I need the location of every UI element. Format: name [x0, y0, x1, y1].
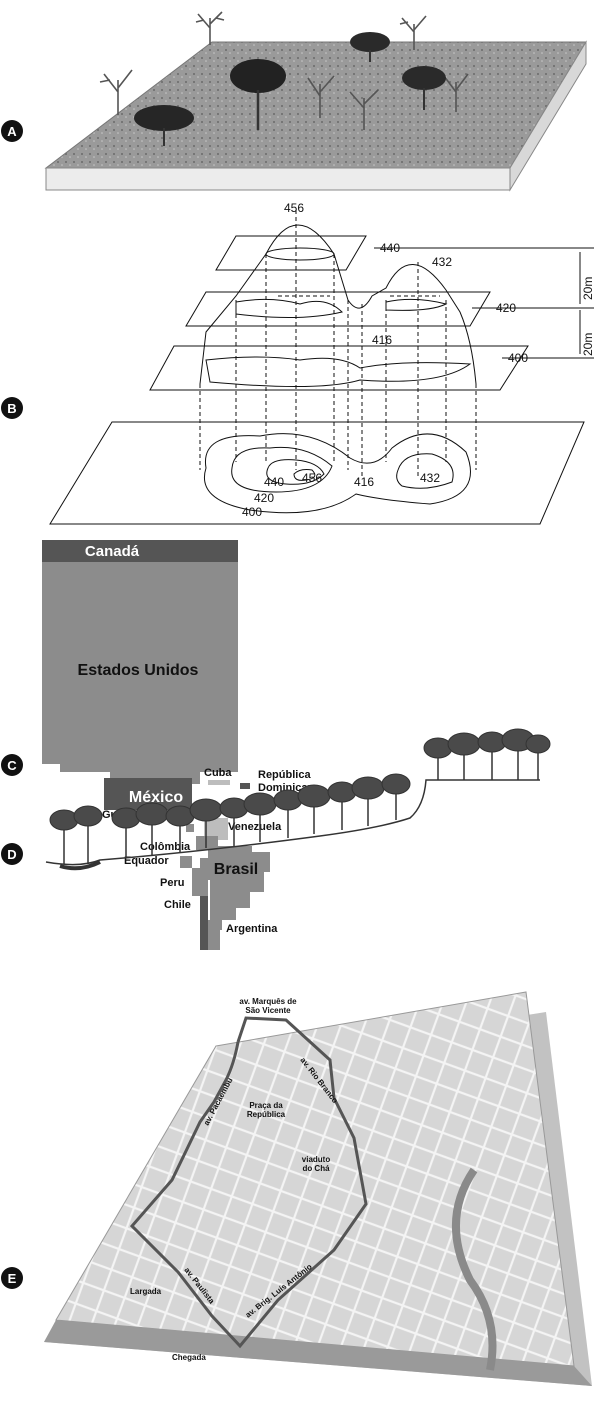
praca-line-1: Praça da [249, 1101, 283, 1110]
map-416-label: 416 [354, 475, 374, 489]
dominican-line-1: República [258, 769, 311, 781]
country-brasil: Brasil [214, 861, 258, 878]
cartogram-argentina [208, 920, 220, 950]
viaduto-line-1: viaduto [302, 1155, 331, 1164]
svg-text:D: D [7, 847, 16, 862]
panel-b-contour-diagram [49, 210, 594, 525]
panel-e-route-map [44, 991, 592, 1386]
panel-c-cartogram [42, 540, 270, 950]
panel-d-forest-profile [45, 728, 551, 871]
cartogram-equador [180, 856, 192, 868]
panel-markers: A B C D E [1, 120, 23, 1289]
country-colombia: Colômbia [140, 841, 191, 853]
panel-a-savanna-block [44, 11, 587, 192]
country-cuba: Cuba [204, 767, 232, 779]
cartogram-usa [42, 562, 238, 764]
panel-marker-d: D [1, 843, 23, 865]
svg-text:A: A [7, 124, 17, 139]
canopy-tree-icon [134, 32, 446, 146]
praca-line-2: República [247, 1110, 286, 1119]
country-chile: Chile [164, 899, 191, 911]
cartogram-dominican-republic [240, 783, 250, 789]
svg-text:C: C [7, 758, 17, 773]
saddle-label: 416 [372, 333, 392, 347]
panel-marker-b: B [1, 397, 23, 419]
peak-left-label: 456 [284, 201, 304, 215]
panel-marker-c: C [1, 754, 23, 776]
cartogram-chile [200, 896, 208, 950]
country-canada: Canadá [85, 543, 140, 560]
tree-canopy-icon [49, 728, 551, 831]
largada-label: Largada [130, 1287, 162, 1296]
svg-text:E: E [8, 1271, 17, 1286]
map-456-label: 456 [302, 471, 322, 485]
cartogram-cuba [208, 780, 230, 785]
chegada-label: Chegada [172, 1353, 206, 1362]
panel-b-labels: 456 432 440 420 400 416 20m 20m 456 440 … [242, 201, 595, 519]
dry-tree-icon [99, 11, 469, 130]
country-mexico: México [129, 789, 183, 806]
marques-line-1: av. Marquês de [239, 997, 297, 1006]
panel-marker-e: E [1, 1267, 23, 1289]
country-venezuela: Venezuela [228, 821, 282, 833]
country-usa: Estados Unidos [78, 662, 199, 679]
cartogram-venezuela [204, 818, 228, 840]
route-line [129, 1016, 368, 1349]
map-420-label: 420 [254, 491, 274, 505]
interval-label-bottom: 20m [581, 333, 595, 356]
plane-440-label: 440 [380, 241, 400, 255]
map-400-label: 400 [242, 505, 262, 519]
viaduto-line-2: do Chá [302, 1164, 330, 1173]
country-peru: Peru [160, 877, 184, 889]
peak-right-label: 432 [432, 255, 452, 269]
cartogram-brasil [200, 846, 270, 930]
marques-line-2: São Vicente [245, 1006, 291, 1015]
cartogram-peru [192, 868, 208, 896]
country-argentina: Argentina [226, 923, 278, 935]
map-440-label: 440 [264, 475, 284, 489]
cartogram-canada [42, 540, 238, 562]
interval-label-top: 20m [581, 277, 595, 300]
panel-marker-a: A [1, 120, 23, 142]
country-equador: Equador [124, 855, 169, 867]
plane-400-label: 400 [508, 351, 528, 365]
map-432-label: 432 [420, 471, 440, 485]
svg-text:B: B [7, 401, 16, 416]
plane-420-label: 420 [496, 301, 516, 315]
panel-c-labels: Canadá Estados Unidos México Cuba Repúbl… [78, 543, 322, 935]
